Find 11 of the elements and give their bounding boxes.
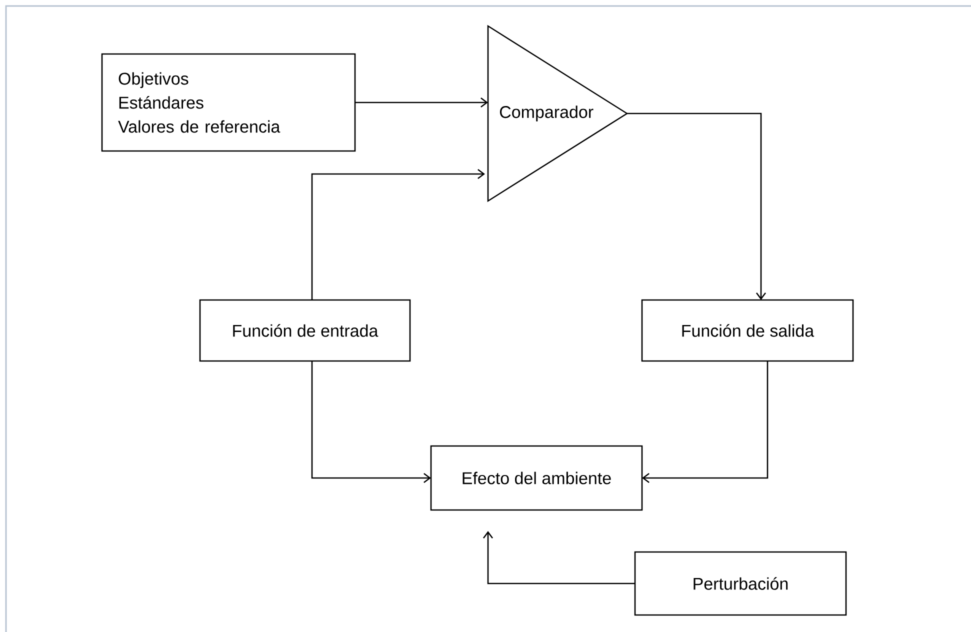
arrow	[642, 361, 768, 484]
process-box: Objetivos Estándares Valores de referencia	[101, 53, 356, 152]
arrow	[311, 168, 485, 300]
arrow	[311, 361, 431, 484]
arrow	[355, 97, 488, 108]
arrow	[627, 112, 766, 300]
process-box: Efecto del ambiente	[430, 445, 643, 511]
process-box: Función de salida	[641, 299, 854, 362]
arrow	[482, 531, 635, 584]
process-box: Perturbación	[634, 551, 847, 616]
process-box: Función de entrada	[199, 299, 411, 362]
